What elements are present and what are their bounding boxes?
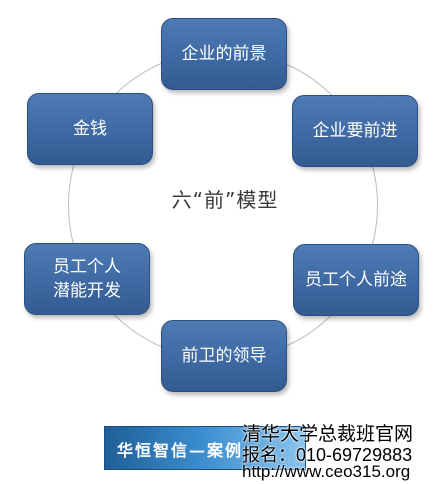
watermark-line-3: http://www.ceo315.org xyxy=(242,462,411,481)
node-label: 前卫的领导 xyxy=(181,346,267,366)
node-label-line-2: 潜能开发 xyxy=(53,281,121,301)
watermark-line-2: 报名：010-69729883 xyxy=(242,445,413,465)
watermark-line-1: 清华大学总裁班官网 xyxy=(242,424,414,445)
node-employee-potential: 员工个人 潜能开发 xyxy=(24,243,150,315)
node-employee-future: 员工个人前途 xyxy=(293,244,419,316)
node-label-line-1: 员工个人 xyxy=(53,257,121,277)
company-banner: 华恒智信—案例 xyxy=(104,426,306,470)
node-leadership: 前卫的领导 xyxy=(161,320,287,392)
node-label: 金钱 xyxy=(73,119,107,139)
node-label: 员工个人前途 xyxy=(305,270,407,290)
diagram-title: 六“前”模型 xyxy=(171,188,279,212)
node-enterprise-prospect: 企业的前景 xyxy=(161,18,287,90)
node-label: 企业的前景 xyxy=(181,44,267,64)
node-label: 企业要前进 xyxy=(312,121,398,141)
banner-text: 华恒智信—案例 xyxy=(117,441,244,460)
node-money: 金钱 xyxy=(27,93,153,165)
node-enterprise-advance: 企业要前进 xyxy=(292,95,418,167)
